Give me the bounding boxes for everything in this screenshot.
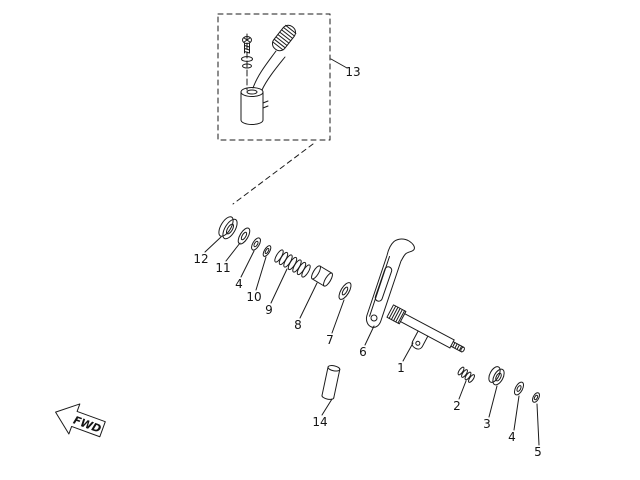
callout-4b-leader [513, 395, 520, 431]
callout-1: 1 [397, 361, 405, 375]
part-3-collar [488, 366, 505, 386]
callout-8: 8 [294, 318, 302, 332]
part-5-washer [532, 392, 540, 403]
callout-2: 2 [453, 399, 461, 413]
callout-3: 3 [483, 417, 491, 431]
callout-13: 13 [345, 65, 360, 79]
pedal-arm [252, 50, 286, 91]
part-10-washer [262, 245, 272, 257]
part-1-shift-shaft [386, 304, 465, 353]
callout-4a-leader [240, 250, 255, 278]
callout-5-leader [536, 403, 540, 446]
callout-6: 6 [359, 345, 367, 359]
part-2-spring [457, 366, 475, 383]
bolt [242, 36, 252, 54]
callout-13-leader [330, 58, 348, 69]
part-8-collar [311, 265, 333, 287]
callout-9: 9 [265, 303, 273, 317]
part-11-washer [237, 227, 251, 245]
part-4-washer-b [513, 381, 525, 396]
callout-2-leader [458, 380, 467, 400]
callout-12: 12 [193, 252, 208, 266]
callout-14: 14 [312, 415, 327, 429]
fwd-arrow: FWD [55, 403, 106, 438]
detail-box-outline [217, 13, 331, 141]
callout-10-leader [255, 256, 267, 291]
part-7-washer [338, 282, 352, 300]
part-14-pin [321, 365, 341, 400]
part-13-shift-pedal-assembly [240, 24, 297, 125]
callout-14-leader [321, 398, 333, 416]
bolt-spring-washer [242, 63, 252, 69]
part-4-washer-a [251, 237, 261, 251]
callout-6-leader [364, 325, 375, 346]
callout-3-leader [488, 385, 498, 418]
callout-9-leader [270, 268, 288, 304]
callout-12-leader [204, 236, 222, 253]
callout-7-leader [331, 299, 345, 334]
part-12-bushing [218, 216, 238, 240]
pedal-grip [271, 24, 297, 52]
callout-11-leader [225, 242, 241, 262]
part-6-stopper-lever [365, 238, 415, 328]
callout-4b: 4 [508, 430, 516, 444]
callout-1-leader [402, 342, 414, 362]
callout-5: 5 [534, 445, 542, 459]
callout-7: 7 [326, 333, 334, 347]
part-9-spring [274, 249, 311, 278]
callout-11: 11 [215, 261, 230, 275]
bolt-washer [241, 56, 253, 62]
pedal-hub [240, 87, 269, 125]
callout-4a: 4 [235, 277, 243, 291]
callout-8-leader [299, 282, 318, 319]
detail-box-connector [232, 143, 314, 205]
callout-10: 10 [246, 290, 261, 304]
